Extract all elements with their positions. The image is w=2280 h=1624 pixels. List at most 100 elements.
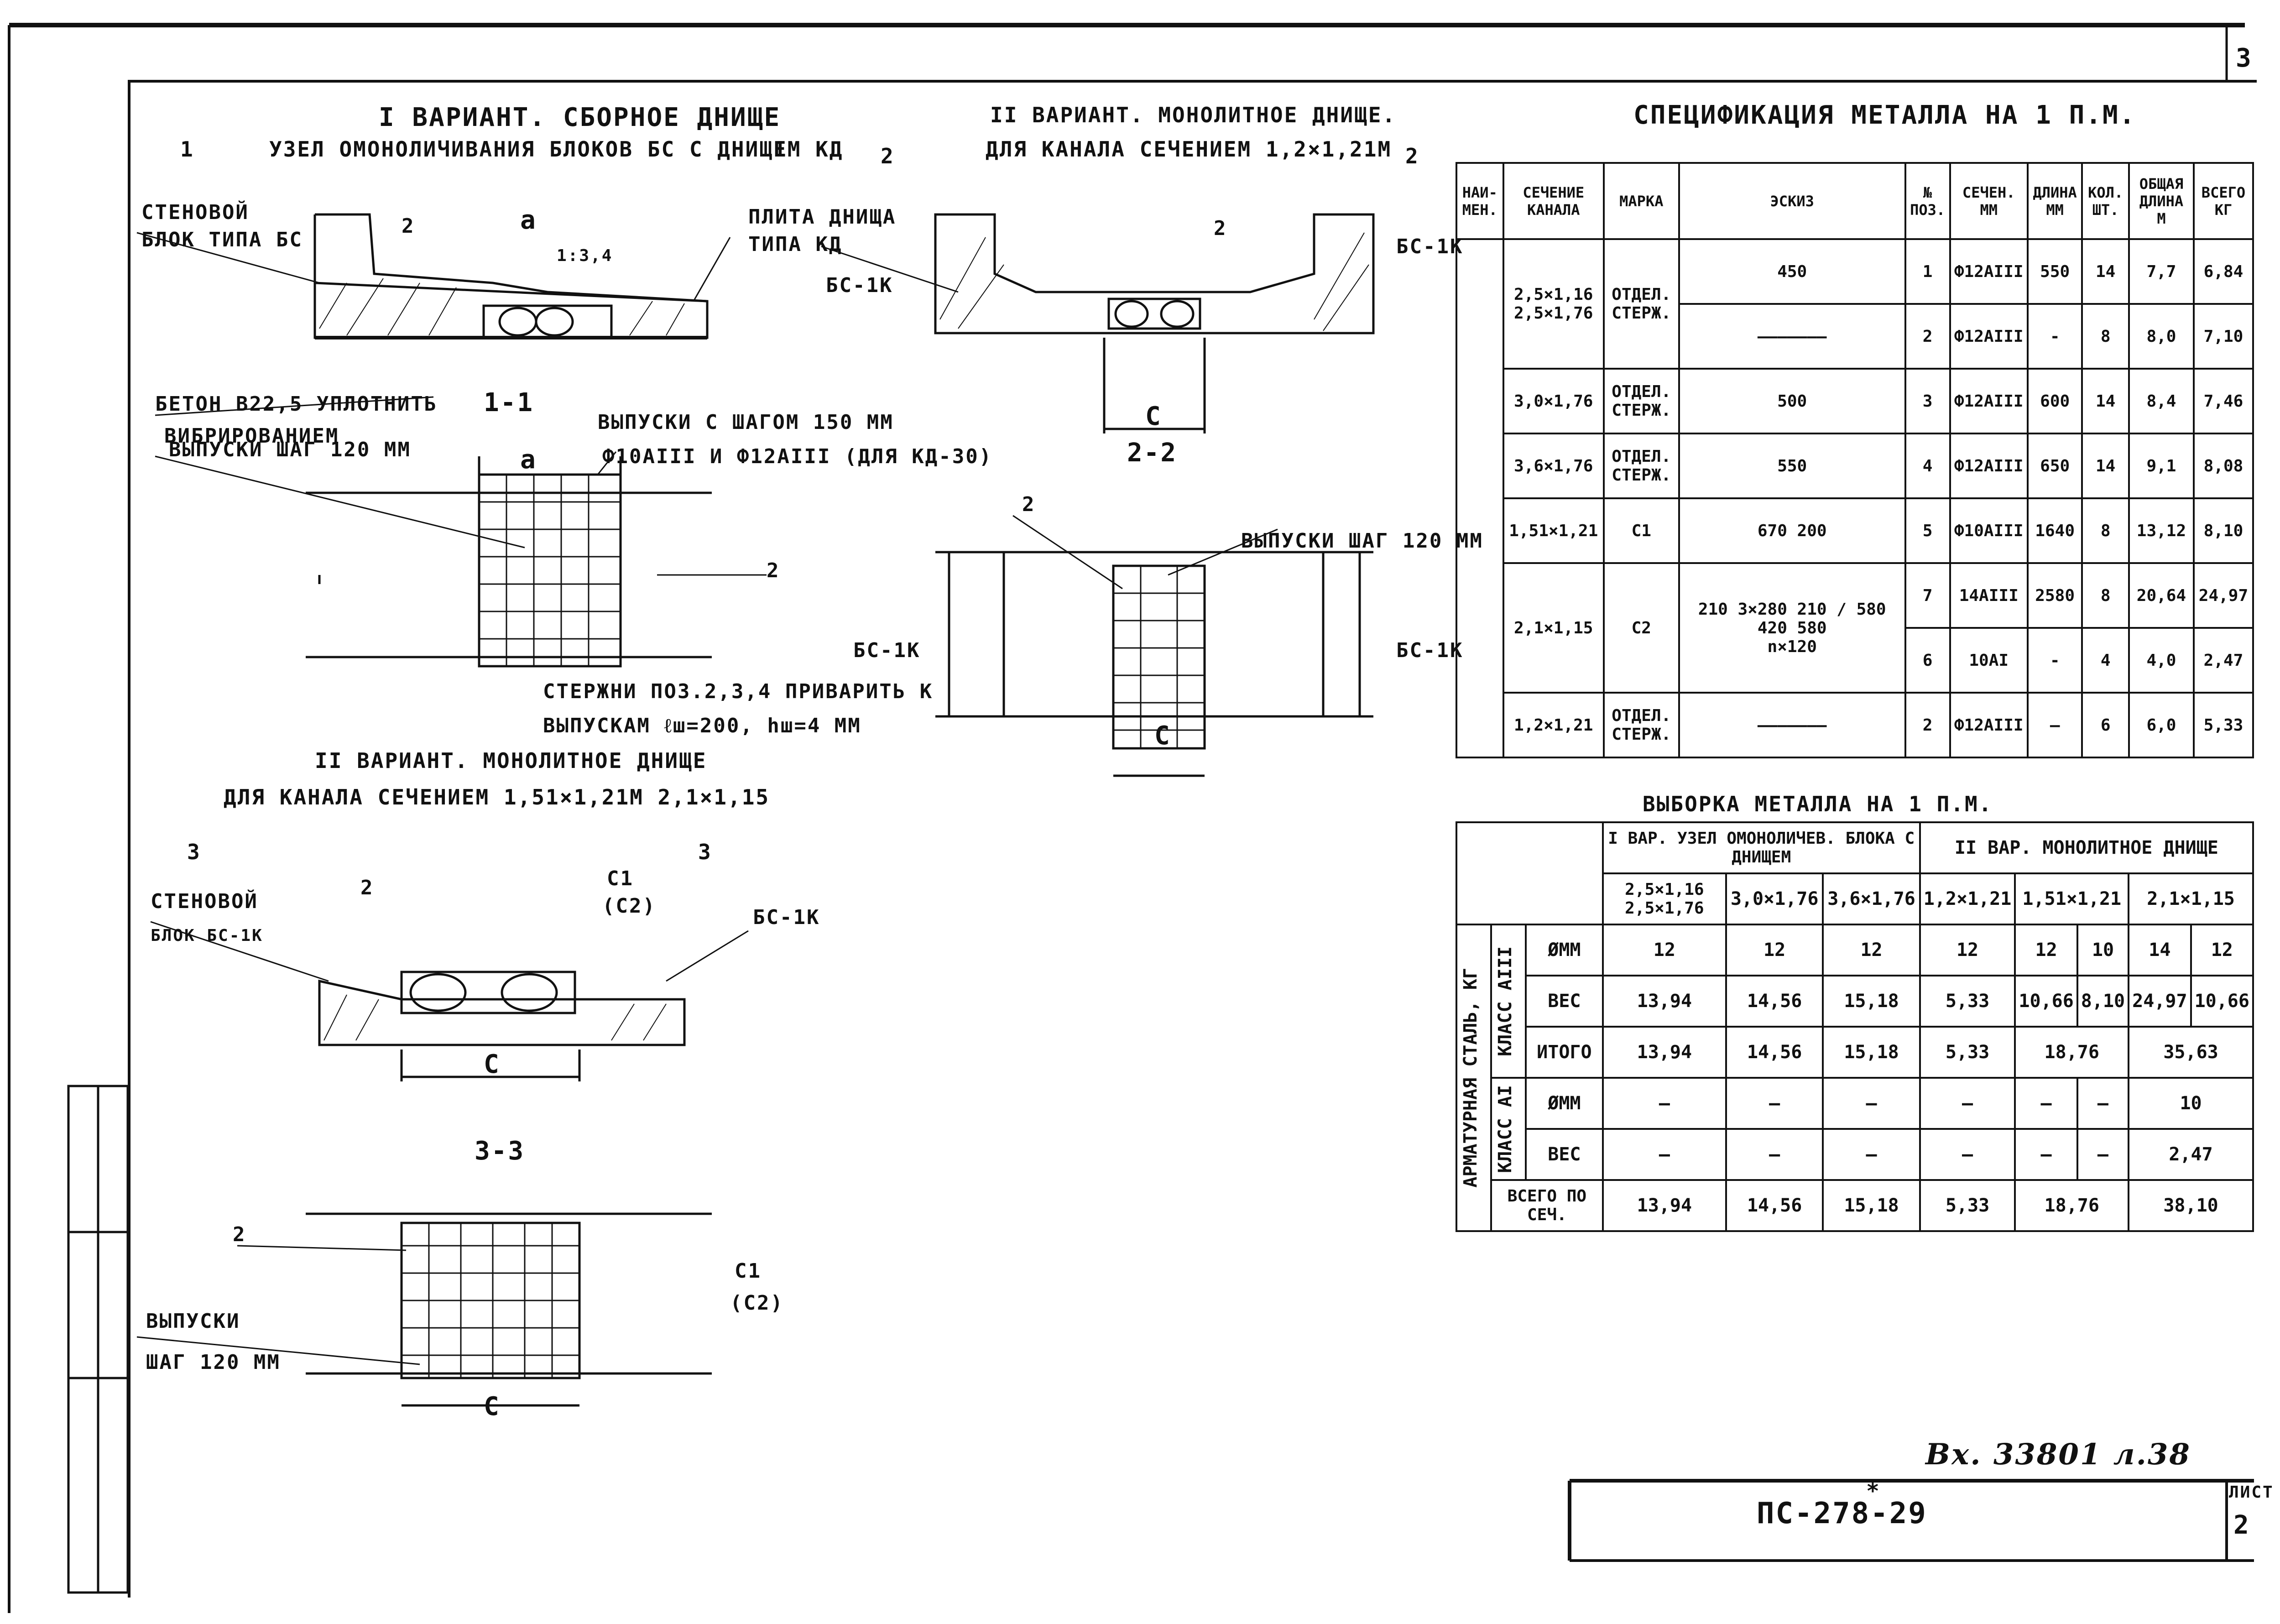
section-1-1-plan	[306, 456, 712, 668]
dim-c-v2b: C	[484, 1050, 501, 1079]
table-cell: 10АI	[1949, 627, 2029, 694]
table-cell: 6	[1904, 627, 1951, 694]
table-cell: Ф12АIII	[1949, 303, 2029, 370]
spec-header: СЕЧЕНИЕ КАНАЛА	[1502, 162, 1605, 240]
table-row: ВЕС — — — — — — 2,47	[1456, 1128, 2254, 1181]
section-header: 1,51×1,21	[2014, 872, 2130, 925]
cell-text: 2,5×1,16	[1514, 285, 1593, 304]
variant2a-subtitle: ДЛЯ КАНАЛА СЕЧЕНИЕМ 1,2×1,21М	[986, 137, 1392, 162]
pos-2-3-3: 2	[233, 1223, 246, 1246]
releases-120-label: ВЫПУСКИ ШАГ 120 ММ	[169, 438, 411, 461]
table-cell: ОТДЕЛ.СТЕРЖ.	[1602, 238, 1680, 370]
releases-150-label-1: ВЫПУСКИ С ШАГОМ 150 ММ	[598, 411, 894, 434]
table-cell: 14,56	[1725, 1026, 1824, 1079]
table-cell: 14,56	[1725, 975, 1824, 1028]
spec-header: МАРКА	[1602, 162, 1680, 240]
drawing-frame	[128, 80, 2257, 1598]
table-cell: 2580	[2026, 562, 2083, 629]
corner-page-number: 3	[2236, 43, 2253, 73]
table-cell: 600	[2026, 368, 2083, 434]
table-cell: 2,1×1,15	[1502, 562, 1605, 694]
cell-text: 210 3×280 210 / 580 420 580	[1698, 600, 1886, 637]
row-label: ВЕС	[1525, 1128, 1604, 1181]
table-row: КЛАСС АI ØММ — — — — — — 10	[1456, 1077, 2254, 1181]
table-cell: 5,33	[2192, 692, 2254, 758]
table-cell: 10,66	[2190, 975, 2254, 1028]
pos-2-v2a: 2	[1214, 217, 1227, 240]
table-cell: —	[1919, 1128, 2016, 1181]
spec-header: НАИ-МЕН.	[1456, 162, 1504, 240]
table-cell: —	[1725, 1077, 1824, 1130]
slab-label-1: ПЛИТА ДНИЩА	[748, 205, 897, 229]
table-row: 1,51×1,21 С1 670 200 5 Ф10АIII 1640 8 13…	[1456, 497, 2254, 564]
releases-v2b-1: ВЫПУСКИ	[146, 1310, 240, 1333]
table-cell: 4	[2081, 627, 2130, 694]
table-cell: С1	[1602, 497, 1680, 564]
table-cell: 35,63	[2128, 1026, 2254, 1079]
concrete-label-1: БЕТОН В22,5 УПЛОТНИТЬ	[155, 392, 438, 416]
releases-v2a-label: ВЫПУСКИ ШАГ 120 ММ	[1241, 529, 1483, 553]
sketch-cell: ———————	[1678, 303, 1906, 370]
section-3-3-title: 3-3	[475, 1136, 525, 1166]
weld-label-2: ВЫПУСКАМ ℓш=200, hш=4 ММ	[543, 714, 861, 737]
sketch-cell: 500	[1678, 368, 1906, 434]
c1-label: C1	[607, 867, 634, 890]
table-cell: С2	[1602, 562, 1680, 694]
spec-header: ДЛИНА ММ	[2026, 162, 2083, 240]
table-cell: 12	[1822, 924, 1921, 976]
table-cell: 24,97	[2128, 975, 2192, 1028]
table-cell: 5,33	[1919, 1026, 2016, 1079]
c2-label-3-3: (C2)	[730, 1291, 784, 1315]
table-row: АРМАТУРНАЯ СТАЛЬ, КГ КЛАСС АIII ØММ 12 1…	[1456, 924, 2254, 1232]
table-cell: —	[2026, 692, 2083, 758]
slope-label: 1:3,4	[557, 246, 613, 265]
table-cell: 1	[1904, 238, 1951, 305]
table-cell: 20,64	[2128, 562, 2195, 629]
table-cell: ОТДЕЛ. СТЕРЖ.	[1602, 692, 1680, 758]
table-cell: 10,66	[2014, 975, 2078, 1028]
table-cell: 1640	[2026, 497, 2083, 564]
table-cell: 15,18	[1822, 975, 1921, 1028]
table-cell: 8	[2081, 303, 2130, 370]
spec-header: СЕЧЕН. ММ	[1949, 162, 2029, 240]
table-cell: 12	[2190, 924, 2254, 976]
pos-2-plan-label: 2	[767, 559, 780, 582]
section-header: 3,0×1,76	[1725, 872, 1824, 925]
variant1-title: I ВАРИАНТ. СБОРНОЕ ДНИЩЕ	[379, 103, 781, 132]
table-row: 1,2×1,21 ОТДЕЛ. СТЕРЖ. ——————— 2 Ф12АIII…	[1456, 692, 2254, 758]
bs-1k-plan-left: БС-1К	[853, 639, 921, 662]
sheet-label: ЛИСТ	[2229, 1483, 2274, 1502]
section-header: 2,5×1,16 2,5×1,76	[1602, 872, 1727, 925]
cell-text: ОТДЕЛ.	[1612, 285, 1671, 304]
spec-header: ВСЕГО КГ	[2192, 162, 2254, 240]
table-cell: 18,76	[2014, 1179, 2130, 1232]
table-row: I ВАР. УЗЕЛ ОМОНОЛИЧЕВ. БЛОКА С ДНИЩЕМ I…	[1456, 821, 2254, 925]
concrete-label-2: ВИБРИРОВАНИЕМ	[164, 424, 339, 448]
table-row: 2,5×1,16 2,5×1,76 3,0×1,76 3,6×1,76 1,2×…	[1456, 872, 2254, 925]
section-3-3-plan	[306, 1212, 712, 1407]
title-block	[1568, 1479, 2254, 1562]
spec-header: ОБЩАЯ ДЛИНА М	[2128, 162, 2195, 240]
table-cell: 6	[2081, 692, 2130, 758]
cell-text: 2,5×1,76	[1514, 304, 1593, 323]
table-cell: 8,0	[2128, 303, 2195, 370]
table-cell: 13,12	[2128, 497, 2195, 564]
cell-text: n×120	[1767, 637, 1817, 656]
cut-mark-2-left: 2	[881, 144, 895, 168]
wall-block-label-2: БЛОК ТИПА БС	[141, 228, 303, 251]
table-cell: 15,18	[1822, 1026, 1921, 1079]
selection-title: ВЫБОРКА МЕТАЛЛА НА 1 П.М.	[1643, 792, 1993, 816]
table-cell: —	[1822, 1077, 1921, 1130]
table-cell: —	[1725, 1128, 1824, 1181]
table-cell: 14	[2081, 433, 2130, 499]
table-cell: 3,6×1,76	[1502, 433, 1605, 499]
wall-block-label-1: СТЕНОВОЙ	[141, 201, 249, 224]
pos-2-label: 2	[402, 214, 415, 238]
group2-header: II ВАР. МОНОЛИТНОЕ ДНИЩЕ	[1919, 821, 2254, 874]
sketch-cell: 550	[1678, 433, 1906, 499]
dim-a: a	[520, 205, 537, 235]
table-cell: 14,56	[1725, 1179, 1824, 1232]
